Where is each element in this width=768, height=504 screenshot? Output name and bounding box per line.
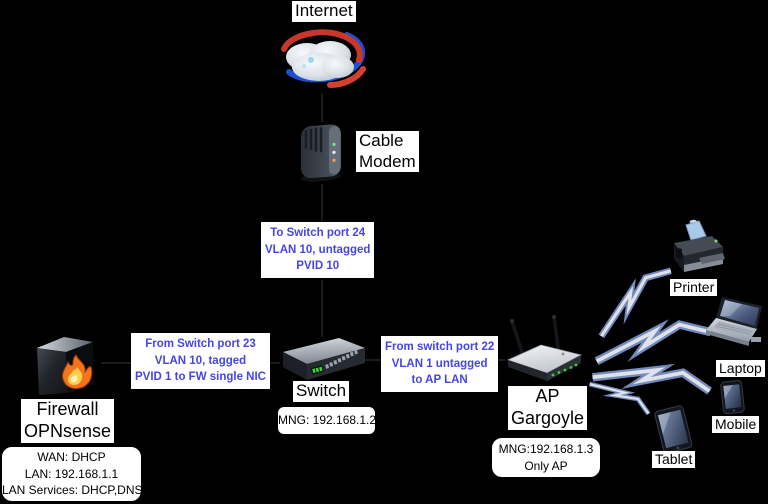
flame: [62, 354, 93, 390]
wire-modem-label: [321, 184, 323, 221]
switch-label: Switch: [293, 381, 350, 402]
wireless-bolt-printer: [598, 267, 672, 339]
wire-internet-modem: [321, 93, 323, 122]
internet-cloud-icon: [277, 27, 366, 93]
ap-label: AP Gargoyle: [508, 386, 588, 430]
tablet-label: Tablet: [652, 451, 696, 469]
cable-modem-label: Cable Modem: [356, 131, 419, 173]
switch-icon: [279, 336, 365, 382]
wireless-bolt-tablet: [589, 381, 651, 416]
laptop-label: Laptop: [716, 360, 765, 378]
wire-label-switch: [321, 280, 323, 337]
firewall-info-box: WAN: DHCP LAN: 192.168.1.1 LAN Services:…: [1, 446, 142, 502]
link-label-modem-switch: To Switch port 24 VLAN 10, untagged PVID…: [261, 222, 375, 279]
firewall-icon: [32, 333, 96, 399]
firewall-label: Firewall OPNsense: [21, 399, 115, 443]
printer-label: Printer: [670, 279, 718, 297]
ap-icon: [503, 314, 585, 384]
ap-info-box: MNG:192.168.1.3 Only AP: [491, 437, 601, 478]
tablet-icon: [653, 405, 693, 454]
wireless-bolt-laptop: [594, 319, 712, 365]
link-label-switch-firewall: From Switch port 23 VLAN 10, tagged PVID…: [131, 333, 270, 390]
internet-label: Internet: [292, 1, 356, 22]
mobile-label: Mobile: [712, 416, 760, 434]
laptop-icon: [704, 297, 768, 347]
cable-modem-icon: [296, 121, 348, 183]
wireless-bolt-mobile: [592, 363, 712, 395]
mobile-icon: [720, 379, 746, 415]
switch-mng-box: MNG: 192.168.1.2: [277, 406, 376, 435]
printer-icon: [666, 219, 726, 279]
link-label-switch-ap: From switch port 22 VLAN 1 untagged to A…: [381, 336, 499, 393]
